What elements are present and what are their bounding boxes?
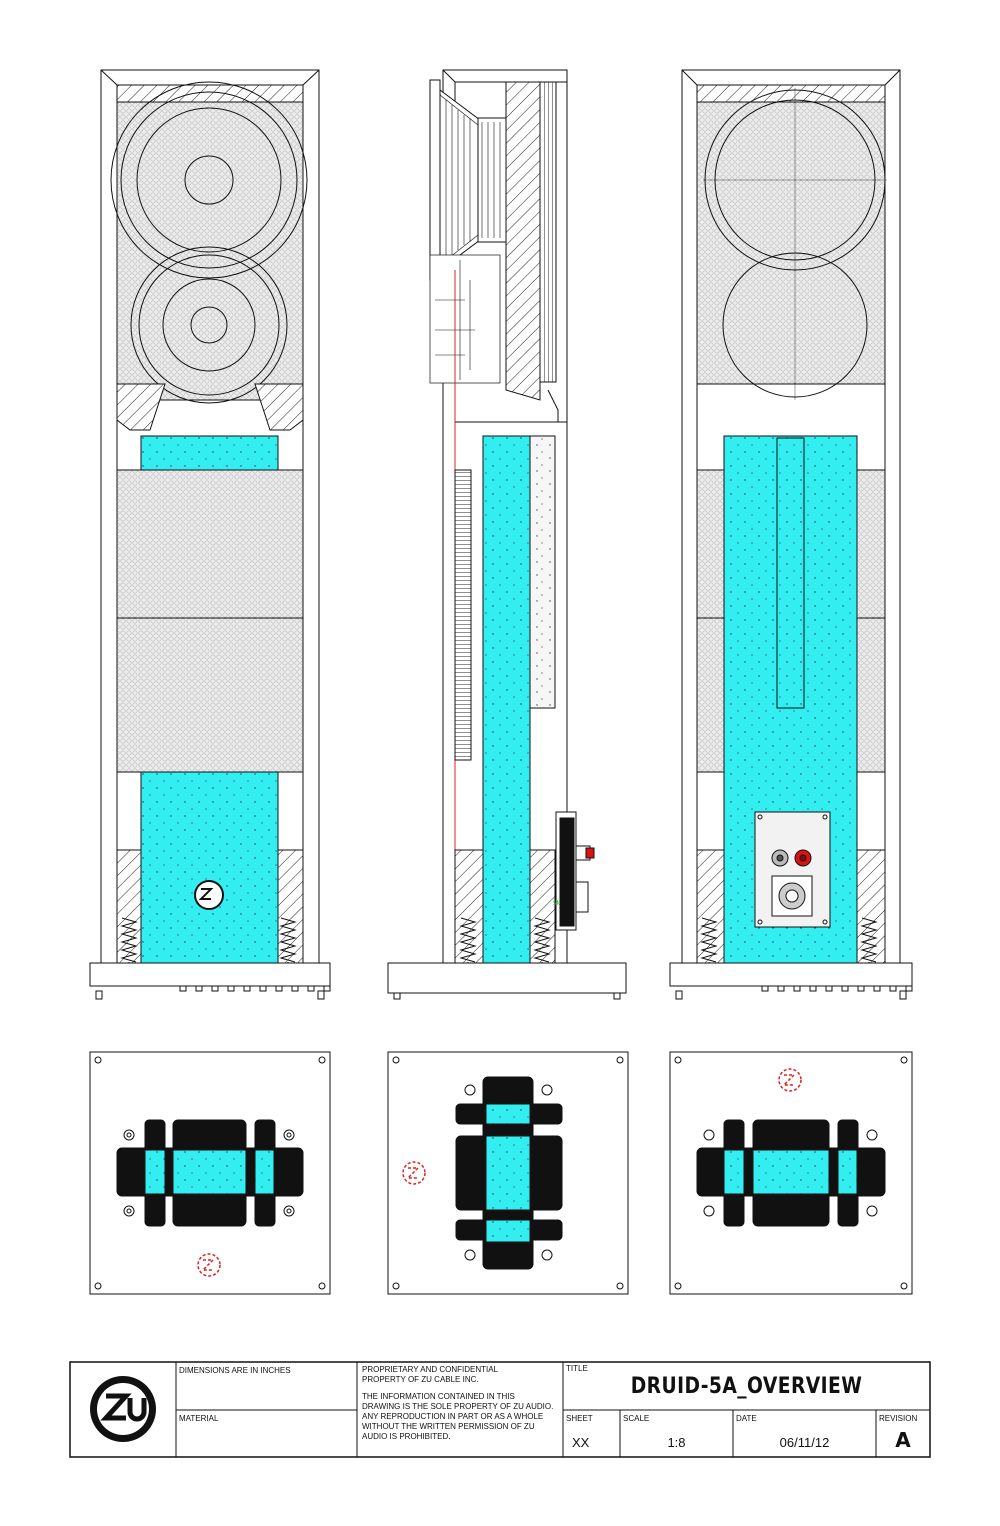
- bottom-view-2: [387, 1051, 629, 1295]
- scale-label: SCALE: [623, 1414, 650, 1423]
- revision-value: A: [895, 1428, 911, 1452]
- front-lower-driver: [130, 246, 288, 404]
- red-zu-mark-icon: [778, 1068, 802, 1092]
- drawing-title: DRUID-5A_OVERVIEW: [630, 1374, 863, 1399]
- rear-view: [669, 69, 913, 1000]
- dimensions-note: DIMENSIONS ARE IN INCHES: [179, 1366, 291, 1375]
- confidential-line: PROPRIETARY AND CONFIDENTIAL: [362, 1365, 499, 1374]
- date-value: 06/11/12: [779, 1435, 830, 1450]
- front-upper-driver: [110, 81, 308, 279]
- revision-label: REVISION: [879, 1414, 918, 1423]
- confidential-line: THE INFORMATION CONTAINED IN THIS: [362, 1392, 515, 1401]
- red-zu-mark-icon: [402, 1161, 426, 1185]
- front-view: [89, 69, 331, 1000]
- confidential-line: ANY REPRODUCTION IN PART OR AS A WHOLE: [362, 1412, 544, 1421]
- bottom-view-3: [669, 1051, 913, 1295]
- title-label: TITLE: [566, 1364, 588, 1373]
- confidential-line: PROPERTY OF ZU CABLE INC.: [362, 1375, 479, 1384]
- zu-logo-badge-icon: [194, 880, 224, 910]
- confidential-notice: PROPRIETARY AND CONFIDENTIAL PROPERTY OF…: [362, 1365, 560, 1442]
- side-terminal-panel: SN: [553, 811, 595, 931]
- svg-text:SN: SN: [553, 900, 561, 907]
- confidential-line: WITHOUT THE WRITTEN PERMISSION OF ZU: [362, 1422, 535, 1431]
- material-label: MATERIAL: [179, 1414, 219, 1423]
- date-label: DATE: [736, 1414, 757, 1423]
- red-zu-mark-icon: [197, 1253, 221, 1277]
- scale-value: 1:8: [667, 1435, 686, 1450]
- confidential-line: AUDIO IS PROHIBITED.: [362, 1432, 451, 1441]
- rear-terminal-plate: [754, 811, 831, 928]
- zu-logo-circle: [90, 1376, 156, 1442]
- sheet-value: XX: [572, 1435, 590, 1450]
- rear-driver-outlines: [703, 88, 887, 400]
- sheet-label: SHEET: [566, 1414, 593, 1423]
- title-block-grid: [69, 1361, 931, 1458]
- side-driver-profile: [429, 79, 507, 384]
- side-view: SN: [387, 69, 627, 1000]
- confidential-line: DRAWING IS THE SOLE PROPERTY OF ZU AUDIO…: [362, 1402, 554, 1411]
- bottom-view-1: [89, 1051, 331, 1295]
